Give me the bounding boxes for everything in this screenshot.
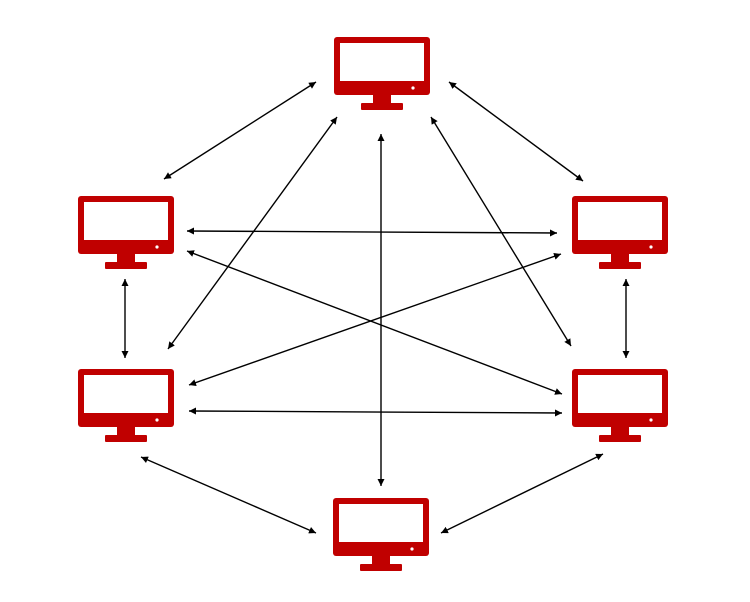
computer-bottom	[333, 498, 429, 571]
connection-upper-left-to-lower-right	[186, 250, 563, 395]
connection-top-to-lower-left	[167, 116, 338, 350]
computer-upper-right	[572, 196, 668, 269]
connection-upper-left-to-upper-right	[186, 227, 558, 237]
monitor-icon	[333, 498, 429, 571]
connections	[121, 81, 630, 534]
monitor-icon	[572, 196, 668, 269]
computer-lower-left	[78, 369, 174, 442]
monitor-icon	[78, 369, 174, 442]
connection-upper-right-to-lower-left	[188, 253, 562, 386]
monitor-icon	[334, 37, 430, 110]
connection-lower-left-to-bottom	[140, 456, 317, 534]
monitor-icon	[572, 369, 668, 442]
computer-top	[334, 37, 430, 110]
computer-lower-right	[572, 369, 668, 442]
connection-lower-left-to-lower-right	[188, 407, 563, 417]
connection-top-to-lower-right	[430, 116, 572, 347]
monitor-icon	[78, 196, 174, 269]
computers	[78, 37, 668, 571]
computer-upper-left	[78, 196, 174, 269]
connection-top-to-upper-right	[448, 81, 584, 182]
connection-lower-right-to-bottom	[440, 453, 604, 534]
connection-top-to-upper-left	[163, 81, 317, 180]
